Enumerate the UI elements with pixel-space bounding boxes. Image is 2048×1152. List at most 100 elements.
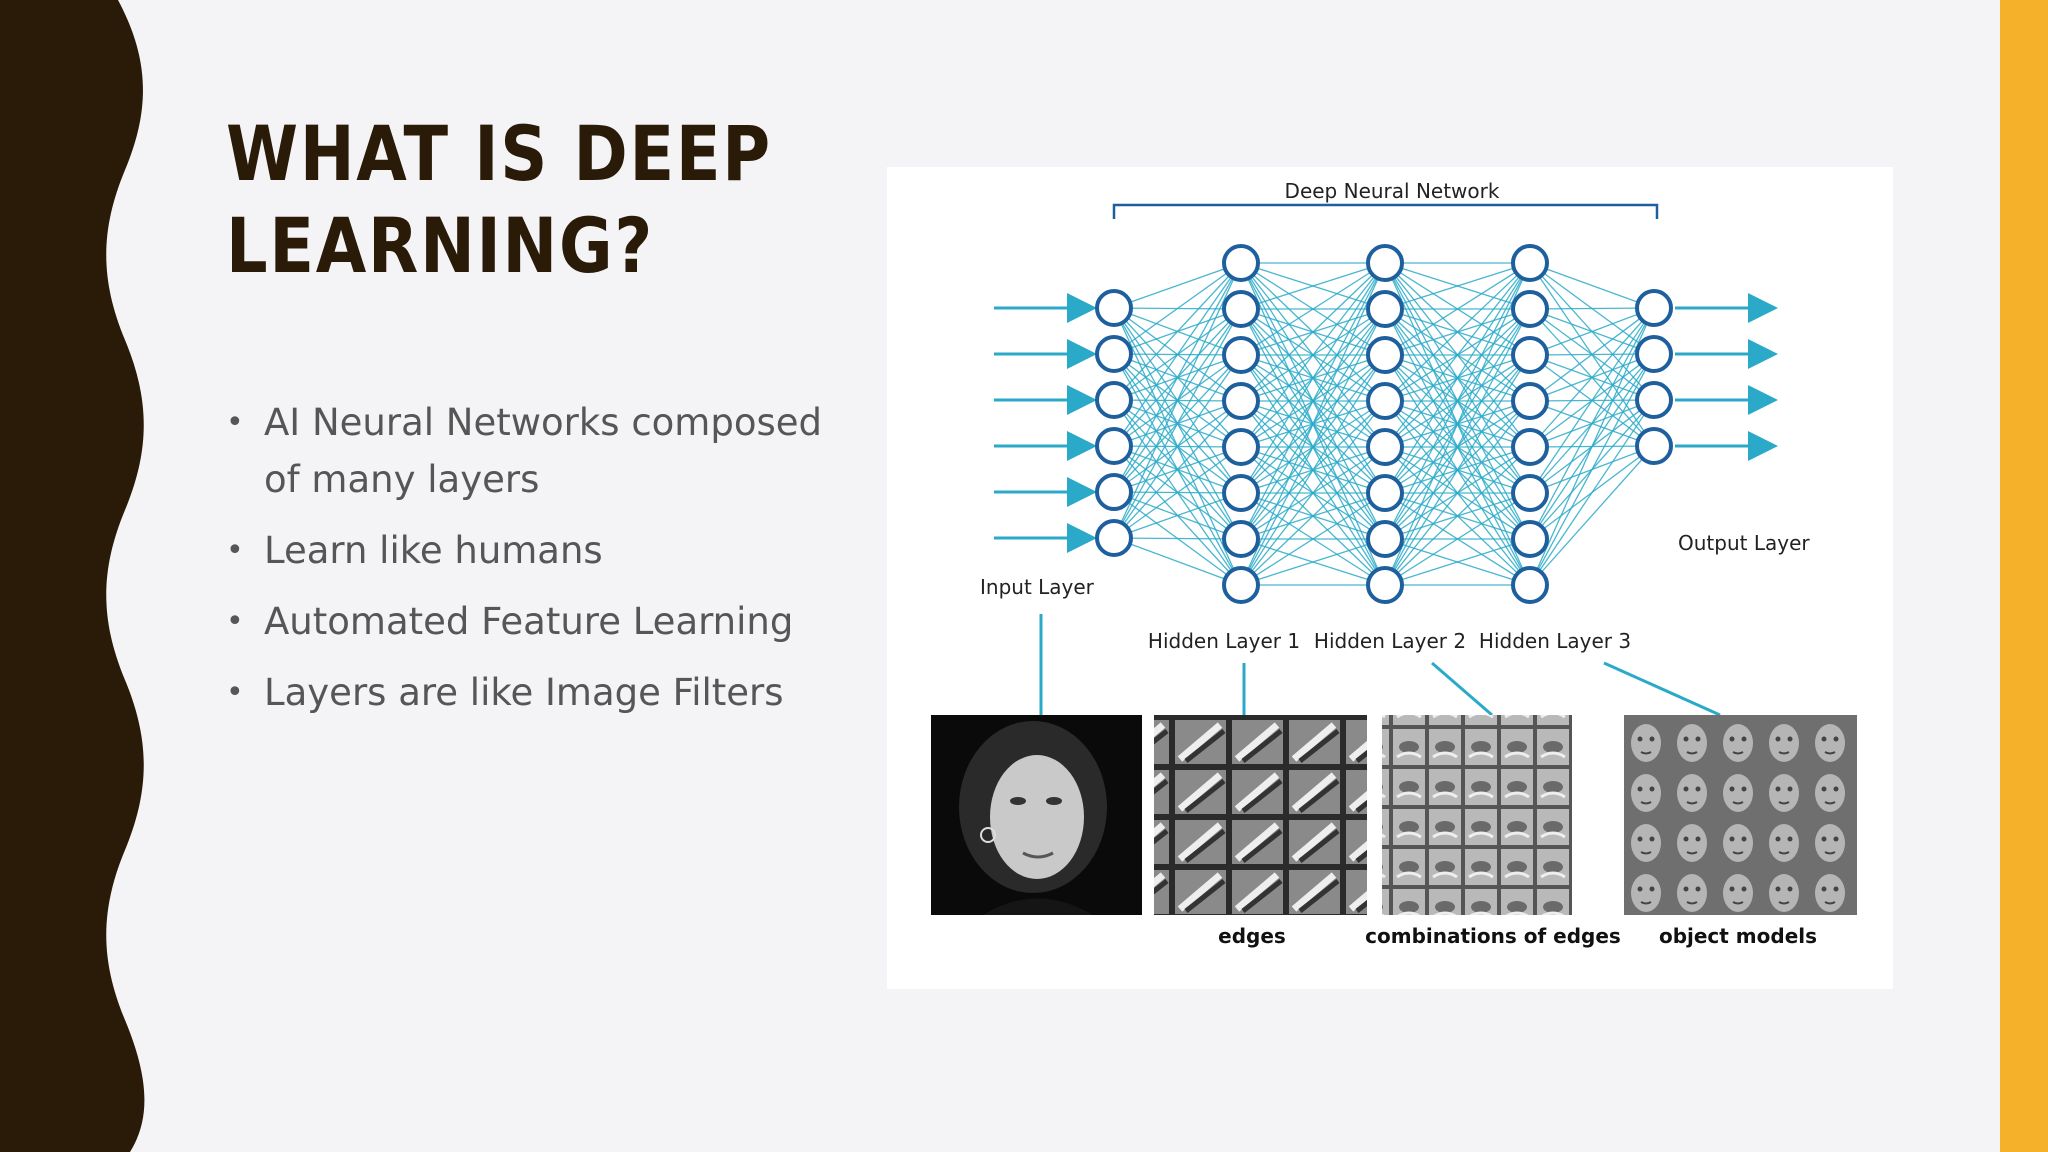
connection-line (1113, 537, 1242, 540)
neuron-node (1222, 382, 1260, 420)
connection-line (1113, 308, 1242, 539)
connection-line (1384, 262, 1531, 448)
object-models-caption: object models (1659, 924, 1817, 948)
connection-line (1240, 538, 1386, 586)
connection-line (1113, 492, 1242, 539)
edges-caption: edges (1218, 924, 1286, 948)
neuron-node (1511, 566, 1549, 604)
connection-line (1529, 307, 1655, 540)
bullet-item: Learn like humans (226, 522, 826, 579)
connection-line (1384, 400, 1531, 586)
connection-line (1113, 537, 1242, 586)
connection-line (1240, 262, 1386, 448)
neuron-node (1635, 381, 1673, 419)
connection-line (1529, 262, 1655, 309)
connection-line (1113, 262, 1242, 447)
connection-line (1384, 262, 1531, 540)
connection-line (1240, 308, 1386, 586)
connection-line (1384, 308, 1531, 586)
neuron-node (1222, 290, 1260, 328)
combinations-caption: combinations of edges (1365, 924, 1621, 948)
neuron-node (1095, 427, 1133, 465)
connection-line (1529, 307, 1655, 402)
arrows (994, 293, 1778, 553)
bullet-list: AI Neural Networks composed of many laye… (226, 394, 826, 735)
connection-line (1113, 262, 1242, 493)
neuron-node (1366, 244, 1404, 282)
bullet-item: Layers are like Image Filters (226, 664, 826, 721)
neuron-node (1366, 474, 1404, 512)
object-models-grid (1624, 715, 1857, 915)
connections (1113, 262, 1655, 586)
bullet-item: AI Neural Networks composed of many laye… (226, 394, 826, 508)
accent-stripe (2000, 0, 2048, 1152)
neuron-node (1511, 336, 1549, 374)
output-layer-label: Output Layer (1678, 531, 1810, 555)
connection-line (1113, 262, 1242, 309)
slide-title: WHAT IS DEEP LEARNING? (226, 108, 776, 292)
connection-line (1240, 492, 1386, 586)
input-layer-label: Input Layer (980, 575, 1095, 599)
connection-line (1113, 446, 1242, 539)
neuron-node (1222, 474, 1260, 512)
neuron-node (1511, 382, 1549, 420)
pointer-line (1431, 661, 1493, 717)
neuron-node (1095, 289, 1133, 327)
neuron-node (1366, 290, 1404, 328)
neuron-node (1095, 473, 1133, 511)
edges-filter-grid (1154, 715, 1367, 915)
connection-line (1113, 262, 1242, 355)
neuron-node (1511, 244, 1549, 282)
connection-line (1240, 262, 1386, 540)
neuron-node (1222, 244, 1260, 282)
bullet-item: Automated Feature Learning (226, 593, 826, 650)
connection-line (1384, 538, 1531, 586)
combinations-filter-grid (1382, 715, 1572, 915)
title-line-1: WHAT IS DEEP (226, 109, 772, 198)
neuron-node (1511, 290, 1549, 328)
connection-line (1384, 262, 1531, 494)
neuron-node (1222, 428, 1260, 466)
neuron-node (1222, 566, 1260, 604)
title-line-2: LEARNING? (226, 201, 654, 290)
connection-line (1240, 262, 1386, 402)
neuron-node (1095, 335, 1133, 373)
connection-line (1529, 353, 1655, 586)
connection-line (1529, 399, 1655, 586)
neuron-node (1511, 520, 1549, 558)
neuron-node (1511, 474, 1549, 512)
left-wave-decoration (0, 0, 145, 1152)
connection-line (1240, 446, 1386, 586)
neuron-node (1222, 336, 1260, 374)
connection-line (1240, 400, 1386, 586)
deep-neural-network-figure: Deep Neural Network Input Layer Output L… (887, 167, 1893, 989)
connection-line (1240, 262, 1386, 494)
neuron-node (1635, 427, 1673, 465)
neuron-node (1095, 381, 1133, 419)
connection-line (1529, 307, 1655, 356)
network-diagram: Deep Neural Network Input Layer Output L… (931, 179, 1857, 948)
neuron-node (1366, 566, 1404, 604)
nodes (1095, 244, 1673, 604)
face-photo (931, 715, 1142, 915)
connection-line (1529, 307, 1655, 586)
neuron-node (1511, 428, 1549, 466)
neuron-node (1366, 382, 1404, 420)
connection-line (1113, 400, 1242, 539)
connection-line (1113, 262, 1242, 401)
connection-line (1240, 354, 1386, 586)
connection-line (1384, 262, 1531, 356)
connection-line (1240, 262, 1386, 356)
connection-line (1240, 262, 1386, 586)
hidden-layer-2-label: Hidden Layer 2 (1314, 629, 1466, 653)
connection-line (1113, 354, 1242, 539)
neuron-node (1222, 520, 1260, 558)
connection-line (1529, 445, 1655, 586)
neuron-node (1366, 336, 1404, 374)
connection-line (1529, 307, 1655, 494)
pointer-line (1603, 661, 1721, 717)
neuron-node (1635, 335, 1673, 373)
network-bracket (1112, 203, 1659, 219)
hidden-layer-1-label: Hidden Layer 1 (1148, 629, 1300, 653)
neuron-node (1095, 519, 1133, 557)
